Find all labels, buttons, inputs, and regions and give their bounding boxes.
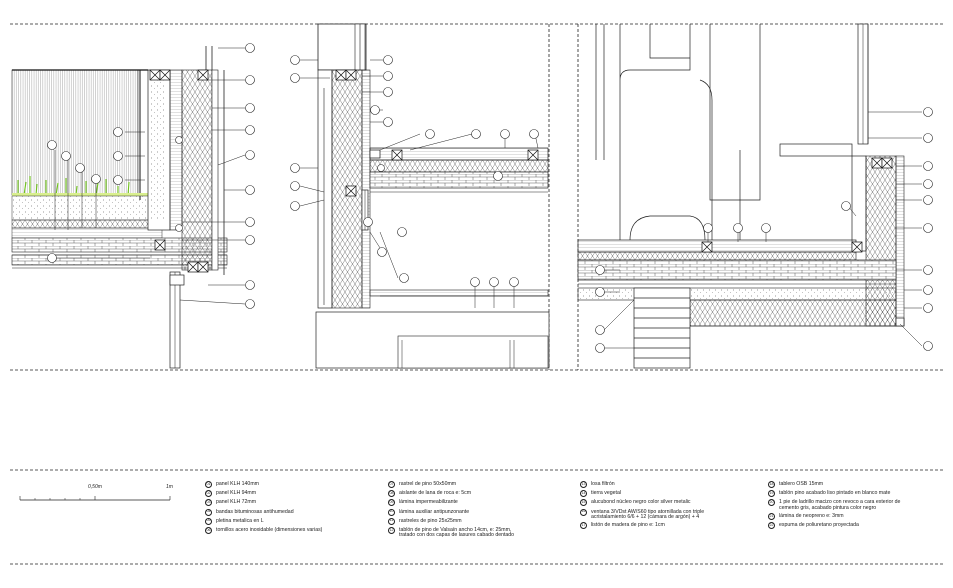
legend-item: 07 rastrel de pino 50x50mm — [388, 481, 576, 488]
legend-item: 15 alucubond núcleo negro color silver me… — [580, 499, 766, 507]
legend-item: 12 tablón de pino de Valsaín ancho 14cm, … — [388, 526, 576, 539]
legend-item-text: espuma de poliuretano proyectada — [779, 522, 859, 529]
legend-item-number: 11 — [388, 517, 395, 525]
legend-item-text: lámina auxiliar antipunzonante — [399, 508, 470, 515]
legend-item-text: ventana 3/VDst AW/S60 tipo atornillada c… — [591, 508, 705, 520]
legend-item-number: 02 — [205, 490, 212, 498]
legend-item-number: 13 — [580, 481, 587, 488]
legend-item-text: tablón pino acabado liso pintado en blan… — [779, 490, 891, 497]
legend-item-number: 19 — [768, 490, 775, 498]
legend-item: 19 tablón pino acabado liso pintado en bl… — [768, 490, 950, 498]
legend-item: 11 rastreles de pino 25x25mm — [388, 517, 576, 525]
legend-item-text: rastrel de pino 50x50mm — [399, 481, 457, 487]
legend-item-text: alucubond núcleo negro color silver meta… — [591, 499, 691, 506]
scale-end-label: 1m — [166, 484, 173, 490]
legend-item-text: 1 pie de ladrillo macizo con revoco a ca… — [779, 499, 901, 511]
legend-item: 21 lámina de neopreno e: 3mm — [768, 512, 950, 520]
legend-column-3: 13 losa filtrón 14 tierra vegetal 15 alucubon… — [580, 481, 766, 532]
legend-item-number: 08 — [388, 490, 395, 498]
legend-item: 22 espuma de poliuretano proyectada — [768, 522, 950, 530]
legend-item-text: bandas bituminosas antihumedad — [216, 508, 294, 515]
legend-item-number: 20 — [768, 499, 775, 507]
scale-bar-graphic — [19, 496, 171, 501]
legend-item: 08 aislante de lana de roca e: 5cm — [388, 490, 576, 498]
legend-item-number: 14 — [580, 490, 587, 498]
legend-item-text: lámina impermeabilizante — [399, 499, 458, 506]
legend-item-number: 03 — [205, 499, 212, 507]
legend-item-text: pletina metalica en L — [216, 517, 264, 524]
legend-column-2: 07 rastrel de pino 50x50mm 08 aislante de l… — [388, 481, 576, 542]
legend-item-number: 05 — [205, 517, 212, 525]
legend-item: 18 tablero OSB 15mm — [768, 481, 950, 488]
legend-item-text: aislante de lana de roca e: 5cm — [399, 490, 472, 497]
callout-markers — [47, 43, 933, 353]
scale-bar: 0,50m 1m — [18, 484, 178, 504]
legend-item-number: 10 — [388, 508, 395, 516]
legend-item: 06 tornillos acero inoxidable (dimensione… — [205, 526, 390, 534]
legend-item-number: 17 — [580, 522, 587, 530]
legend-item-text: tablón de pino de Valsaín ancho 14cm, e:… — [399, 526, 515, 539]
legend-item: 09 lámina impermeabilizante — [388, 499, 576, 507]
legend-item-text: panel KLH 94mm — [216, 490, 257, 497]
detail-panel-2 — [299, 23, 550, 369]
legend-item: 01 panel KLH 140mm — [205, 481, 390, 488]
frame-lines — [10, 23, 945, 565]
legend-item-text: panel KLH 72mm — [216, 499, 257, 506]
legend-item-number: 18 — [768, 481, 775, 488]
legend-item-number: 15 — [580, 499, 587, 507]
legend-item: 17 listón de madera de pino e: 1cm — [580, 522, 766, 530]
detail-panel-3 — [577, 23, 923, 369]
legend-item-number: 01 — [205, 481, 212, 488]
legend-item: 03 panel KLH 72mm — [205, 499, 390, 507]
legend-item-text: rastreles de pino 25x25mm — [399, 517, 462, 524]
legend-column-4: 18 tablero OSB 15mm 19 tablón pino acabado … — [768, 481, 950, 532]
legend-item: 14 tierra vegetal — [580, 490, 766, 498]
legend-item-number: 12 — [388, 526, 395, 534]
legend-item-text: losa filtrón — [591, 481, 615, 487]
legend-item-text: listón de madera de pino e: 1cm — [591, 522, 665, 529]
legend-item-number: 16 — [580, 508, 587, 516]
legend-item: 04 bandas bituminosas antihumedad — [205, 508, 390, 516]
legend-item-text: panel KLH 140mm — [216, 481, 259, 487]
scale-mid-label: 0,50m — [88, 484, 102, 490]
legend-item-text: tablero OSB 15mm — [779, 481, 824, 487]
legend-item-text: tierra vegetal — [591, 490, 621, 497]
legend-item: 05 pletina metalica en L — [205, 517, 390, 525]
legend-item-text: lámina de neopreno e: 3mm — [779, 512, 844, 519]
legend-item-number: 07 — [388, 481, 395, 488]
legend-item-number: 09 — [388, 499, 395, 507]
legend-item-number: 21 — [768, 512, 775, 520]
legend-item-number: 22 — [768, 522, 775, 530]
legend-item: 02 panel KLH 94mm — [205, 490, 390, 498]
legend-item: 16 ventana 3/VDst AW/S60 tipo atornillada… — [580, 508, 766, 520]
legend-item-number: 04 — [205, 508, 212, 516]
legend-item-number: 06 — [205, 526, 212, 534]
legend-column-1: 01 panel KLH 140mm 02 panel KLH 94mm 03 panel… — [205, 481, 390, 537]
legend-item: 10 lámina auxiliar antipunzonante — [388, 508, 576, 516]
legend-item: 13 losa filtrón — [580, 481, 766, 488]
detail-panel-1 — [11, 46, 246, 369]
legend-item-text: tornillos acero inoxidable (dimensiones … — [216, 526, 323, 533]
legend-item: 20 1 pie de ladrillo macizo con revoco a … — [768, 499, 950, 511]
